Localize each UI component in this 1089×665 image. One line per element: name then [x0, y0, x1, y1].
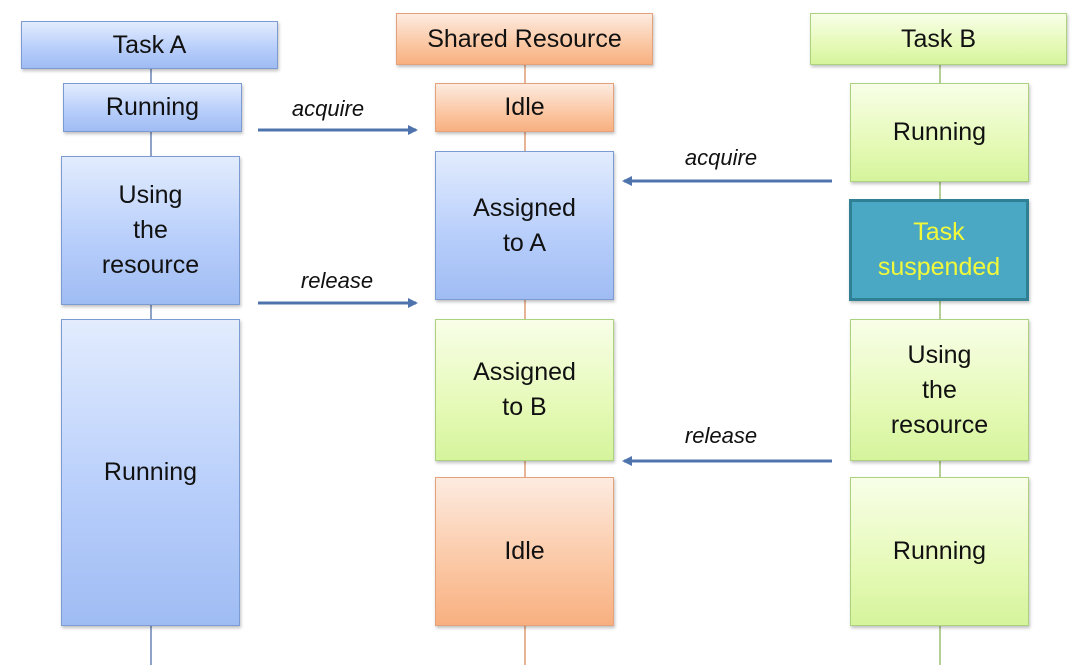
task-b-state-using-resource: Using the resource	[850, 319, 1029, 461]
shared-resource-header: Shared Resource	[396, 13, 653, 65]
label-a-release: release	[300, 268, 374, 293]
task-b-state-running-1: Running	[850, 83, 1029, 182]
task-b-state-running-2: Running	[850, 477, 1029, 626]
task-a-header: Task A	[21, 21, 278, 69]
shared-state-assigned-a: Assigned to A	[435, 151, 614, 300]
task-b-header: Task B	[810, 13, 1067, 65]
shared-state-idle-1: Idle	[435, 83, 614, 132]
task-a-state-using-resource: Using the resource	[61, 156, 240, 305]
label-b-acquire: acquire	[684, 145, 758, 170]
task-b-state-suspended: Task suspended	[849, 199, 1029, 301]
shared-state-assigned-b: Assigned to B	[435, 319, 614, 461]
shared-state-idle-2: Idle	[435, 477, 614, 626]
task-a-state-running-2: Running	[61, 319, 240, 626]
label-a-acquire: acquire	[291, 96, 365, 121]
label-b-release: release	[684, 423, 758, 448]
task-a-state-running-1: Running	[63, 83, 242, 132]
